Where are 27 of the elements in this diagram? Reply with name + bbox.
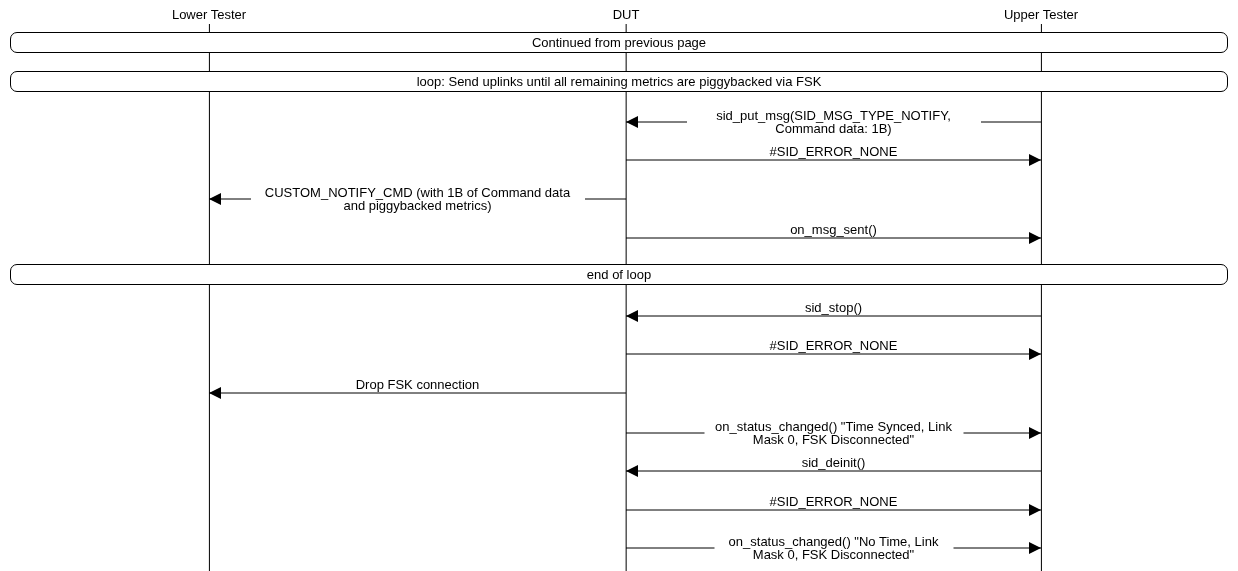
band-text: loop: Send uplinks until all remaining metrics are piggybacked via FSK xyxy=(416,74,822,89)
message-label: on_status_changed() "Time Synced, Link Mask 0, FSK Disconnected" xyxy=(704,420,963,446)
message-label: CUSTOM_NOTIFY_CMD (with 1B of Command data and piggybacked metrics) xyxy=(250,186,585,212)
message-label: #SID_ERROR_NONE xyxy=(767,339,900,352)
participant-label: Upper Tester xyxy=(1003,7,1079,22)
participant-label: DUT xyxy=(612,7,640,22)
message-label: #SID_ERROR_NONE xyxy=(767,495,900,508)
message-arrow xyxy=(625,504,1042,516)
message-label: sid_deinit() xyxy=(799,456,868,469)
participant-label: Lower Tester xyxy=(171,7,247,22)
message-label: Drop FSK connection xyxy=(353,378,482,391)
message-arrow xyxy=(625,348,1042,360)
message-arrow xyxy=(625,154,1042,166)
message-arrow xyxy=(625,465,1042,477)
message-label: sid_stop() xyxy=(802,301,865,314)
band-text: end of loop xyxy=(586,267,652,282)
band-text: Continued from previous page xyxy=(531,35,707,50)
message-label: on_msg_sent() xyxy=(788,223,879,236)
frame-band xyxy=(10,264,1228,285)
message-label: #SID_ERROR_NONE xyxy=(767,145,900,158)
frame-band xyxy=(10,71,1228,92)
message-arrow xyxy=(625,310,1042,322)
message-arrow xyxy=(625,232,1042,244)
message-label: sid_put_msg(SID_MSG_TYPE_NOTIFY, Command data: 1B) xyxy=(686,109,981,135)
message-label: on_status_changed() "No Time, Link Mask 0, FSK Disconnected" xyxy=(714,535,953,561)
message-arrow xyxy=(208,387,627,399)
frame-band xyxy=(10,32,1228,53)
